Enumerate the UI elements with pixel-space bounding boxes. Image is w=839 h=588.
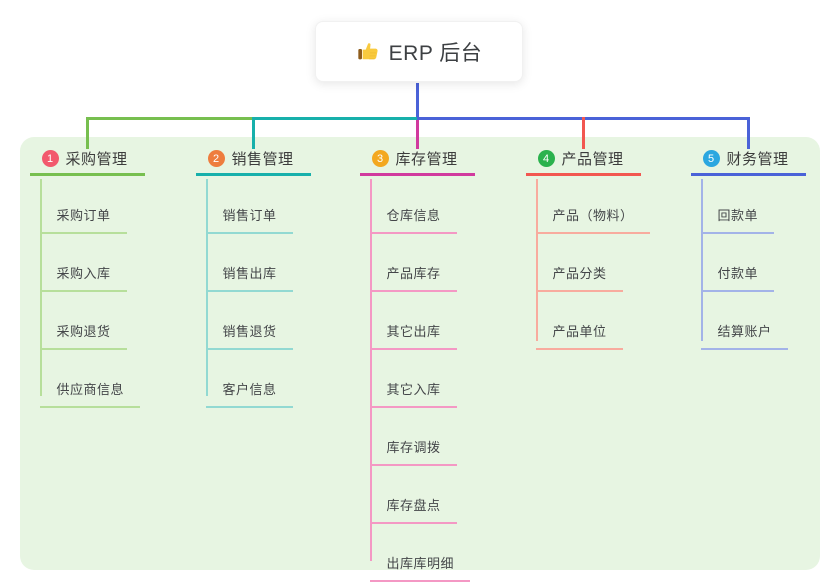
branch-title[interactable]: 5 财务管理 <box>690 144 806 176</box>
branch-drop-line <box>415 120 419 149</box>
node-item[interactable]: 产品单位 <box>535 321 623 350</box>
bus-segment <box>253 117 417 120</box>
branch-title[interactable]: 1 采购管理 <box>29 144 145 176</box>
node-item[interactable]: 库存调拨 <box>369 437 457 466</box>
branch-title-label: 库存管理 <box>395 151 458 168</box>
branch-drop-line <box>581 117 585 149</box>
branch-title-label: 采购管理 <box>65 151 128 168</box>
branch-sub-list: 回款单付款单结算账户 <box>700 179 788 350</box>
branch: 2 销售管理 销售订单销售出库销售退货客户信息 <box>195 144 366 408</box>
node-item[interactable]: 产品分类 <box>535 263 623 292</box>
node-item[interactable]: 产品（物料） <box>535 205 650 234</box>
node-item[interactable]: 其它出库 <box>369 321 457 350</box>
branch-spine-line <box>39 179 42 396</box>
branch-drop-line <box>251 117 255 149</box>
node-item[interactable]: 产品库存 <box>369 263 457 292</box>
thumbs-up-icon <box>356 40 380 64</box>
node-item[interactable]: 回款单 <box>700 205 775 234</box>
node-item[interactable]: 采购退货 <box>39 321 127 350</box>
branch-title[interactable]: 2 销售管理 <box>195 144 311 176</box>
branch-number-badge: 1 <box>41 150 59 167</box>
branch-spine-line <box>700 179 703 341</box>
root-trunk-line <box>416 83 419 120</box>
branches-panel <box>20 137 820 570</box>
branch-title[interactable]: 4 产品管理 <box>525 144 641 176</box>
branch-title-label: 销售管理 <box>231 151 294 168</box>
branch-spine-line <box>205 179 208 396</box>
branch-sub-list: 产品（物料） 产品分类产品单位 <box>535 179 650 350</box>
branch-title[interactable]: 3 库存管理 <box>359 144 475 176</box>
node-item[interactable]: 客户信息 <box>205 379 293 408</box>
branch-number-badge: 5 <box>702 150 720 167</box>
root-node[interactable]: ERP 后台 <box>315 21 523 82</box>
node-item[interactable]: 库存盘点 <box>369 495 457 524</box>
branch: 3 库存管理 仓库信息产品库存其它出库其它入库库存调拨库存盘点出库库明细 <box>359 144 530 582</box>
branch-title-label: 产品管理 <box>561 151 624 168</box>
branch-drop-line <box>85 117 89 149</box>
node-item[interactable]: 销售退货 <box>205 321 293 350</box>
node-item[interactable]: 结算账户 <box>700 321 788 350</box>
node-item[interactable]: 出库库明细 <box>369 553 471 582</box>
branch-sub-list: 销售订单销售出库销售退货客户信息 <box>205 179 293 408</box>
branch-number-badge: 3 <box>371 150 389 167</box>
node-item[interactable]: 付款单 <box>700 263 775 292</box>
branch-spine-line <box>369 179 372 561</box>
branch-number-badge: 2 <box>207 150 225 167</box>
branch-spine-line <box>535 179 538 341</box>
node-item[interactable]: 仓库信息 <box>369 205 457 234</box>
branch-title-label: 财务管理 <box>726 151 789 168</box>
branch-sub-list: 采购订单采购入库采购退货供应商信息 <box>39 179 141 408</box>
node-item[interactable]: 采购入库 <box>39 263 127 292</box>
branch: 1 采购管理 采购订单采购入库采购退货供应商信息 <box>29 144 200 408</box>
branch: 4 产品管理 产品（物料） 产品分类产品单位 <box>525 144 696 350</box>
node-item[interactable]: 供应商信息 <box>39 379 141 408</box>
branch: 5 财务管理 回款单付款单结算账户 <box>690 144 839 350</box>
node-item[interactable]: 其它入库 <box>369 379 457 408</box>
branch-sub-list: 仓库信息产品库存其它出库其它入库库存调拨库存盘点出库库明细 <box>369 179 471 582</box>
bus-segment <box>85 117 253 120</box>
branch-number-badge: 4 <box>537 150 555 167</box>
branch-drop-line <box>746 117 750 149</box>
node-item[interactable]: 销售出库 <box>205 263 293 292</box>
node-item[interactable]: 采购订单 <box>39 205 127 234</box>
node-item[interactable]: 销售订单 <box>205 205 293 234</box>
root-title: ERP 后台 <box>388 41 483 65</box>
